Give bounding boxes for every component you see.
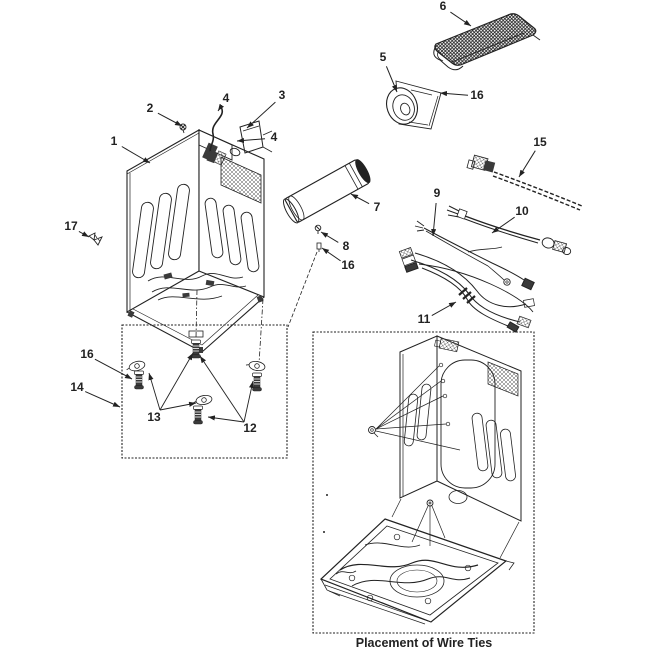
svg-text:8: 8 [343,239,350,253]
svg-text:2: 2 [147,101,154,115]
dryer-cabinet-drawing [126,129,318,365]
callout-16-11: 16 [321,247,355,272]
wire-harness-15-drawing [466,154,583,211]
side-panel-vents [132,183,190,279]
svg-text:6: 6 [440,0,447,13]
svg-text:1: 1 [111,134,118,148]
callout-7-9: 7 [350,193,381,214]
callout-6-6: 6 [440,0,472,27]
callout-4-3: 4 [217,91,230,112]
svg-text:5: 5 [380,50,387,64]
svg-text:15: 15 [533,135,547,149]
callout-12-19: 12 [243,421,257,435]
svg-text:16: 16 [341,258,355,272]
svg-text:10: 10 [515,204,529,218]
svg-text:16: 16 [80,347,94,361]
bracket-part-drawing [239,120,273,154]
callout-1-0: 1 [111,134,151,164]
callout-2-1: 2 [147,101,183,127]
wire-tie-clip-lower [411,499,446,546]
callout-4-4: 4 [236,130,278,144]
callout-15-8: 15 [518,135,547,178]
callout-10-13: 10 [491,204,529,234]
blower-housing-drawing [385,80,442,130]
power-cord-wire-drawing [206,106,224,164]
callout-14-17: 14 [70,380,121,408]
wire-harness-9-drawing [414,220,535,291]
svg-text:9: 9 [434,186,441,200]
svg-text:3: 3 [279,88,286,102]
svg-text:11: 11 [418,312,431,326]
inset-caption: Placement of Wire Ties [356,636,493,650]
screw-parts-drawing [314,224,322,252]
callout-8-10: 8 [320,231,350,253]
wire-ties-inset-box [312,331,535,634]
exhaust-duct-drawing [283,159,371,224]
rear-panel-vents [204,197,260,273]
svg-text:4: 4 [223,91,230,105]
inset-cabinet-drawing [399,335,522,522]
svg-text:17: 17 [64,219,78,233]
svg-text:16: 16 [470,88,484,102]
wire-harness-11-drawing [398,246,535,333]
clip-part-drawing [88,232,103,246]
svg-text:7: 7 [374,200,381,214]
rear-vent-grille [220,156,262,204]
base-wiring [147,272,247,301]
base-pan-drawing [319,498,520,625]
callout-13-18: 13 [147,410,161,424]
svg-text:13: 13 [147,410,161,424]
callout-11-14: 11 [418,301,457,326]
callout-16-7: 16 [439,88,484,102]
callout-17-15: 17 [64,219,90,238]
callout-5-5: 5 [380,50,398,93]
lint-filter-drawing [433,13,541,71]
leveling-legs-inset-box [121,324,288,459]
callout-16-16: 16 [80,347,133,380]
wire-harness-10-drawing [446,205,572,256]
svg-text:14: 14 [70,380,84,394]
callout-9-12: 9 [431,186,441,237]
svg-text:12: 12 [243,421,257,435]
fan-arrows-13 [148,352,197,411]
callout-3-2: 3 [246,88,286,129]
svg-text:4: 4 [271,130,278,144]
wire-tie-clip-upper [368,365,461,451]
fan-arrows-12 [199,355,255,423]
